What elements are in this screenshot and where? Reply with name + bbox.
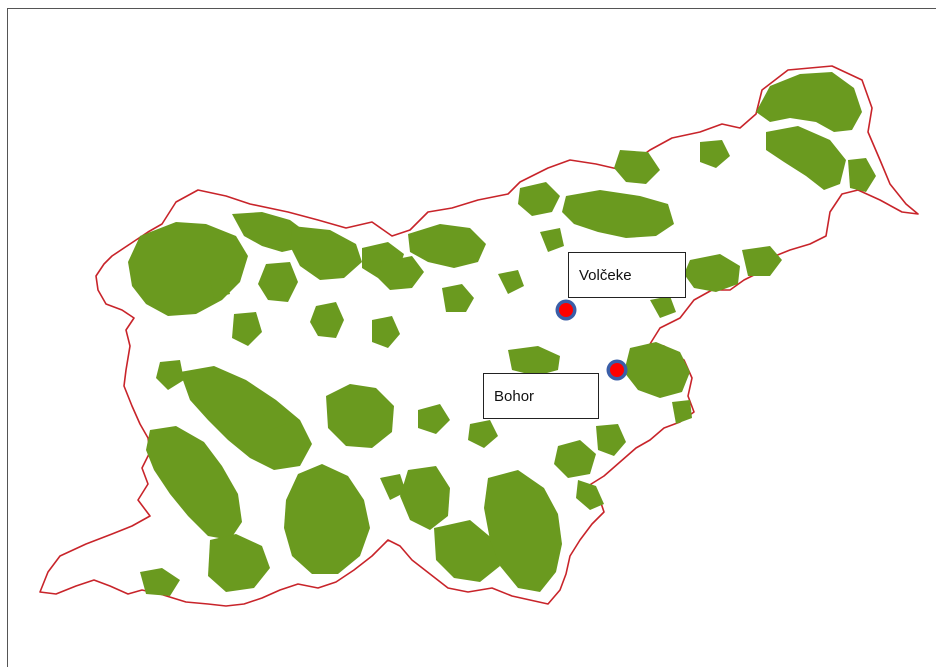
forest-patch: [684, 254, 740, 292]
forest-patch: [140, 568, 180, 596]
forest-patch: [284, 464, 370, 574]
label-bohor: Bohor: [483, 373, 599, 419]
forest-patch: [756, 72, 862, 132]
forest-patch: [310, 302, 344, 338]
forest-patch: [672, 400, 692, 424]
forest-patch: [442, 284, 474, 312]
marker-volceke[interactable]: [555, 299, 577, 321]
forest-patch: [742, 246, 782, 276]
forest-patch: [326, 384, 394, 448]
forest-patch: [484, 470, 562, 592]
marker-bohor[interactable]: [606, 359, 628, 381]
forest-patch: [650, 296, 676, 318]
forest-patch: [576, 480, 604, 510]
forest-patch: [766, 126, 846, 190]
forest-patch: [614, 150, 660, 184]
forest-patch: [408, 224, 486, 268]
forest-patch: [210, 278, 230, 298]
forest-patch: [562, 190, 674, 238]
label-text: Bohor: [494, 387, 535, 405]
forest-patch: [518, 182, 560, 216]
label-text: Volčeke: [579, 266, 632, 284]
forest-patch: [380, 474, 406, 500]
forest-patch: [400, 466, 450, 530]
forest-patch: [156, 360, 184, 390]
label-volceke: Volčeke: [568, 252, 686, 298]
forest-patch: [232, 212, 306, 252]
forest-patch: [418, 404, 450, 434]
forest-patch: [498, 270, 524, 294]
forest-patch: [290, 226, 362, 280]
forest-patch: [554, 440, 596, 478]
forest-patch: [378, 256, 424, 290]
forest-patch: [180, 366, 312, 470]
forest-patch: [540, 228, 564, 252]
forest-cover: [128, 72, 876, 596]
forest-patch: [848, 158, 876, 192]
forest-patch: [232, 312, 262, 346]
forest-patch: [434, 520, 500, 582]
forest-patch: [258, 262, 298, 302]
forest-patch: [468, 420, 498, 448]
forest-patch: [208, 534, 270, 592]
forest-patch: [372, 316, 400, 348]
marker-dot: [610, 363, 624, 377]
forest-patch: [700, 140, 730, 168]
forest-patch: [596, 424, 626, 456]
forest-patch: [262, 408, 286, 430]
forest-patch: [624, 342, 690, 398]
marker-dot: [559, 303, 573, 317]
forest-patch: [508, 346, 560, 376]
forest-patch: [146, 426, 242, 540]
